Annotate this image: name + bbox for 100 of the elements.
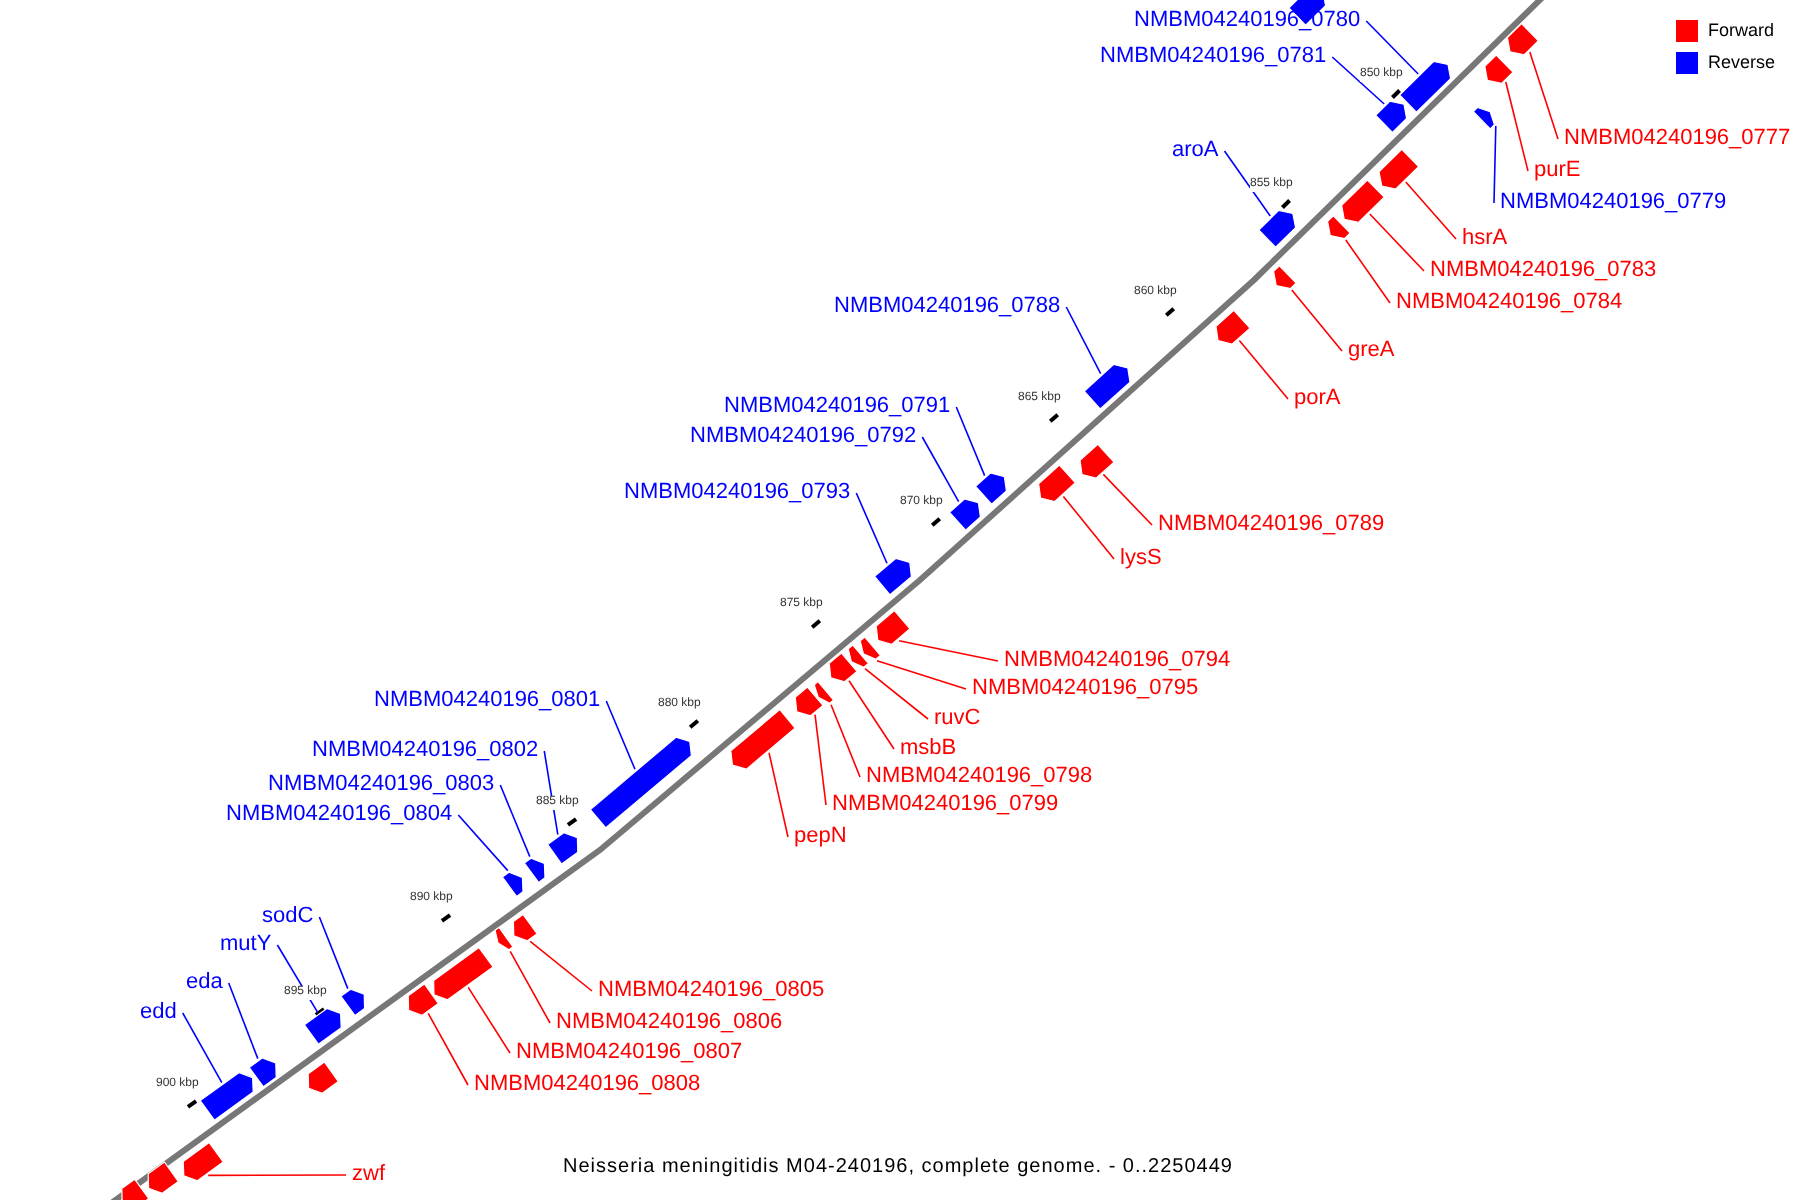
- leader-line: [921, 436, 960, 503]
- gene-block: [1506, 22, 1540, 56]
- gene-label: aroA: [1172, 138, 1219, 164]
- leader-line: [1345, 239, 1391, 304]
- gene-block: [813, 680, 835, 704]
- gene-label: NMBM04240196_0803: [268, 772, 495, 798]
- leader-line: [814, 713, 827, 806]
- leader-line: [1331, 56, 1385, 105]
- leader-line: [898, 639, 999, 662]
- gene-block: [1083, 363, 1131, 410]
- gene-block: [303, 1007, 342, 1046]
- leader-line: [955, 406, 986, 477]
- gene-label: NMBM04240196_0802: [312, 738, 539, 764]
- gene-block: [1326, 214, 1352, 240]
- gene-label: NMBM04240196_0777: [1564, 126, 1791, 152]
- gene-label: NMBM04240196_0784: [1396, 290, 1623, 316]
- leader-line: [1529, 51, 1559, 140]
- gene-block: [1340, 179, 1386, 224]
- gene-block: [147, 1161, 180, 1194]
- gene-block: [199, 1071, 254, 1122]
- leader-line: [181, 1012, 223, 1084]
- gene-label: NMBM04240196_0798: [866, 764, 1093, 790]
- gene-label: NMBM04240196_0788: [834, 294, 1061, 320]
- gene-label: NMBM04240196_0791: [724, 394, 951, 420]
- gene-label: NMBM04240196_0781: [1100, 44, 1327, 70]
- leader-line: [1369, 213, 1425, 272]
- gene-label: NMBM04240196_0801: [374, 688, 601, 714]
- gene-label: NMBM04240196_0804: [226, 802, 453, 828]
- gene-block: [730, 708, 797, 770]
- gene-label: NMBM04240196_0779: [1500, 190, 1727, 216]
- leader-line: [1238, 339, 1289, 400]
- gene-label: NMBM04240196_0795: [972, 676, 1199, 702]
- leader-line: [605, 700, 636, 771]
- gene-block: [875, 609, 911, 646]
- gene-label: NMBM04240196_0794: [1004, 648, 1231, 674]
- gene-block: [794, 686, 824, 717]
- leader-line: [768, 751, 789, 838]
- gene-label: eda: [186, 970, 223, 996]
- gene-block: [1079, 443, 1115, 479]
- gene-block: [847, 644, 870, 668]
- gene-block: [307, 1061, 340, 1094]
- gene-block: [1272, 264, 1298, 290]
- gene-label: NMBM04240196_0783: [1430, 258, 1657, 284]
- leader-line: [207, 1174, 347, 1177]
- leader-line: [1062, 495, 1115, 560]
- gene-label: NMBM04240196_0807: [516, 1040, 743, 1066]
- gene-block: [1037, 464, 1077, 503]
- gene-block: [873, 557, 913, 596]
- gene-block: [248, 1057, 277, 1088]
- leader-line: [457, 814, 509, 872]
- gene-block: [1472, 106, 1496, 130]
- leader-line: [543, 750, 559, 836]
- gene-label: edd: [140, 1000, 177, 1026]
- leader-line: [227, 982, 259, 1060]
- gene-label: mutY: [220, 932, 272, 958]
- gene-label: msbB: [900, 736, 957, 762]
- leader-line: [427, 1012, 469, 1086]
- legend-label: Reverse: [1708, 52, 1776, 72]
- legend-label: Forward: [1708, 20, 1775, 40]
- gene-block: [339, 988, 366, 1017]
- gene-block: [589, 736, 693, 829]
- leader-line: [855, 492, 888, 565]
- gene-block: [1398, 60, 1452, 114]
- gene-block: [1484, 54, 1514, 85]
- leader-line: [1102, 473, 1153, 526]
- leader-line: [499, 784, 531, 858]
- gene-label: zwf: [352, 1162, 385, 1188]
- gene-label: purE: [1534, 158, 1581, 184]
- leader-line: [1405, 181, 1457, 240]
- leader-line: [1365, 20, 1419, 75]
- gene-block: [974, 472, 1008, 506]
- leader-line: [1291, 289, 1343, 352]
- gene-label: NMBM04240196_0780: [1134, 8, 1361, 34]
- gene-block: [1374, 100, 1408, 134]
- gene-block: [828, 652, 858, 683]
- gene-block: [859, 636, 882, 660]
- gene-label: NMBM04240196_0805: [598, 978, 825, 1004]
- gene-label: lysS: [1120, 546, 1162, 572]
- gene-label: NMBM04240196_0789: [1158, 512, 1385, 538]
- gene-block: [433, 946, 494, 1001]
- gene-block: [121, 1178, 150, 1200]
- leader-line: [1505, 81, 1529, 172]
- gene-label: NMBM04240196_0799: [832, 792, 1059, 818]
- leader-line: [1065, 306, 1102, 375]
- leader-line: [876, 659, 967, 690]
- leader-line: [509, 950, 551, 1024]
- gene-block: [182, 1141, 225, 1182]
- gene-label: greA: [1348, 338, 1395, 364]
- leader-line: [848, 679, 895, 750]
- leader-line: [1493, 125, 1497, 204]
- caption: Neisseria meningitidis M04-240196, complete genome. - 0..2250449: [563, 1156, 1233, 1178]
- gene-block: [512, 913, 539, 942]
- leader-line: [276, 944, 319, 1014]
- gene-label: NMBM04240196_0793: [624, 480, 851, 506]
- gene-block: [948, 498, 982, 532]
- leader-line: [830, 703, 861, 778]
- leader-line: [318, 916, 349, 990]
- gene-label: ruvC: [934, 706, 981, 732]
- gene-label: hsrA: [1462, 226, 1508, 252]
- gene-block: [523, 857, 546, 884]
